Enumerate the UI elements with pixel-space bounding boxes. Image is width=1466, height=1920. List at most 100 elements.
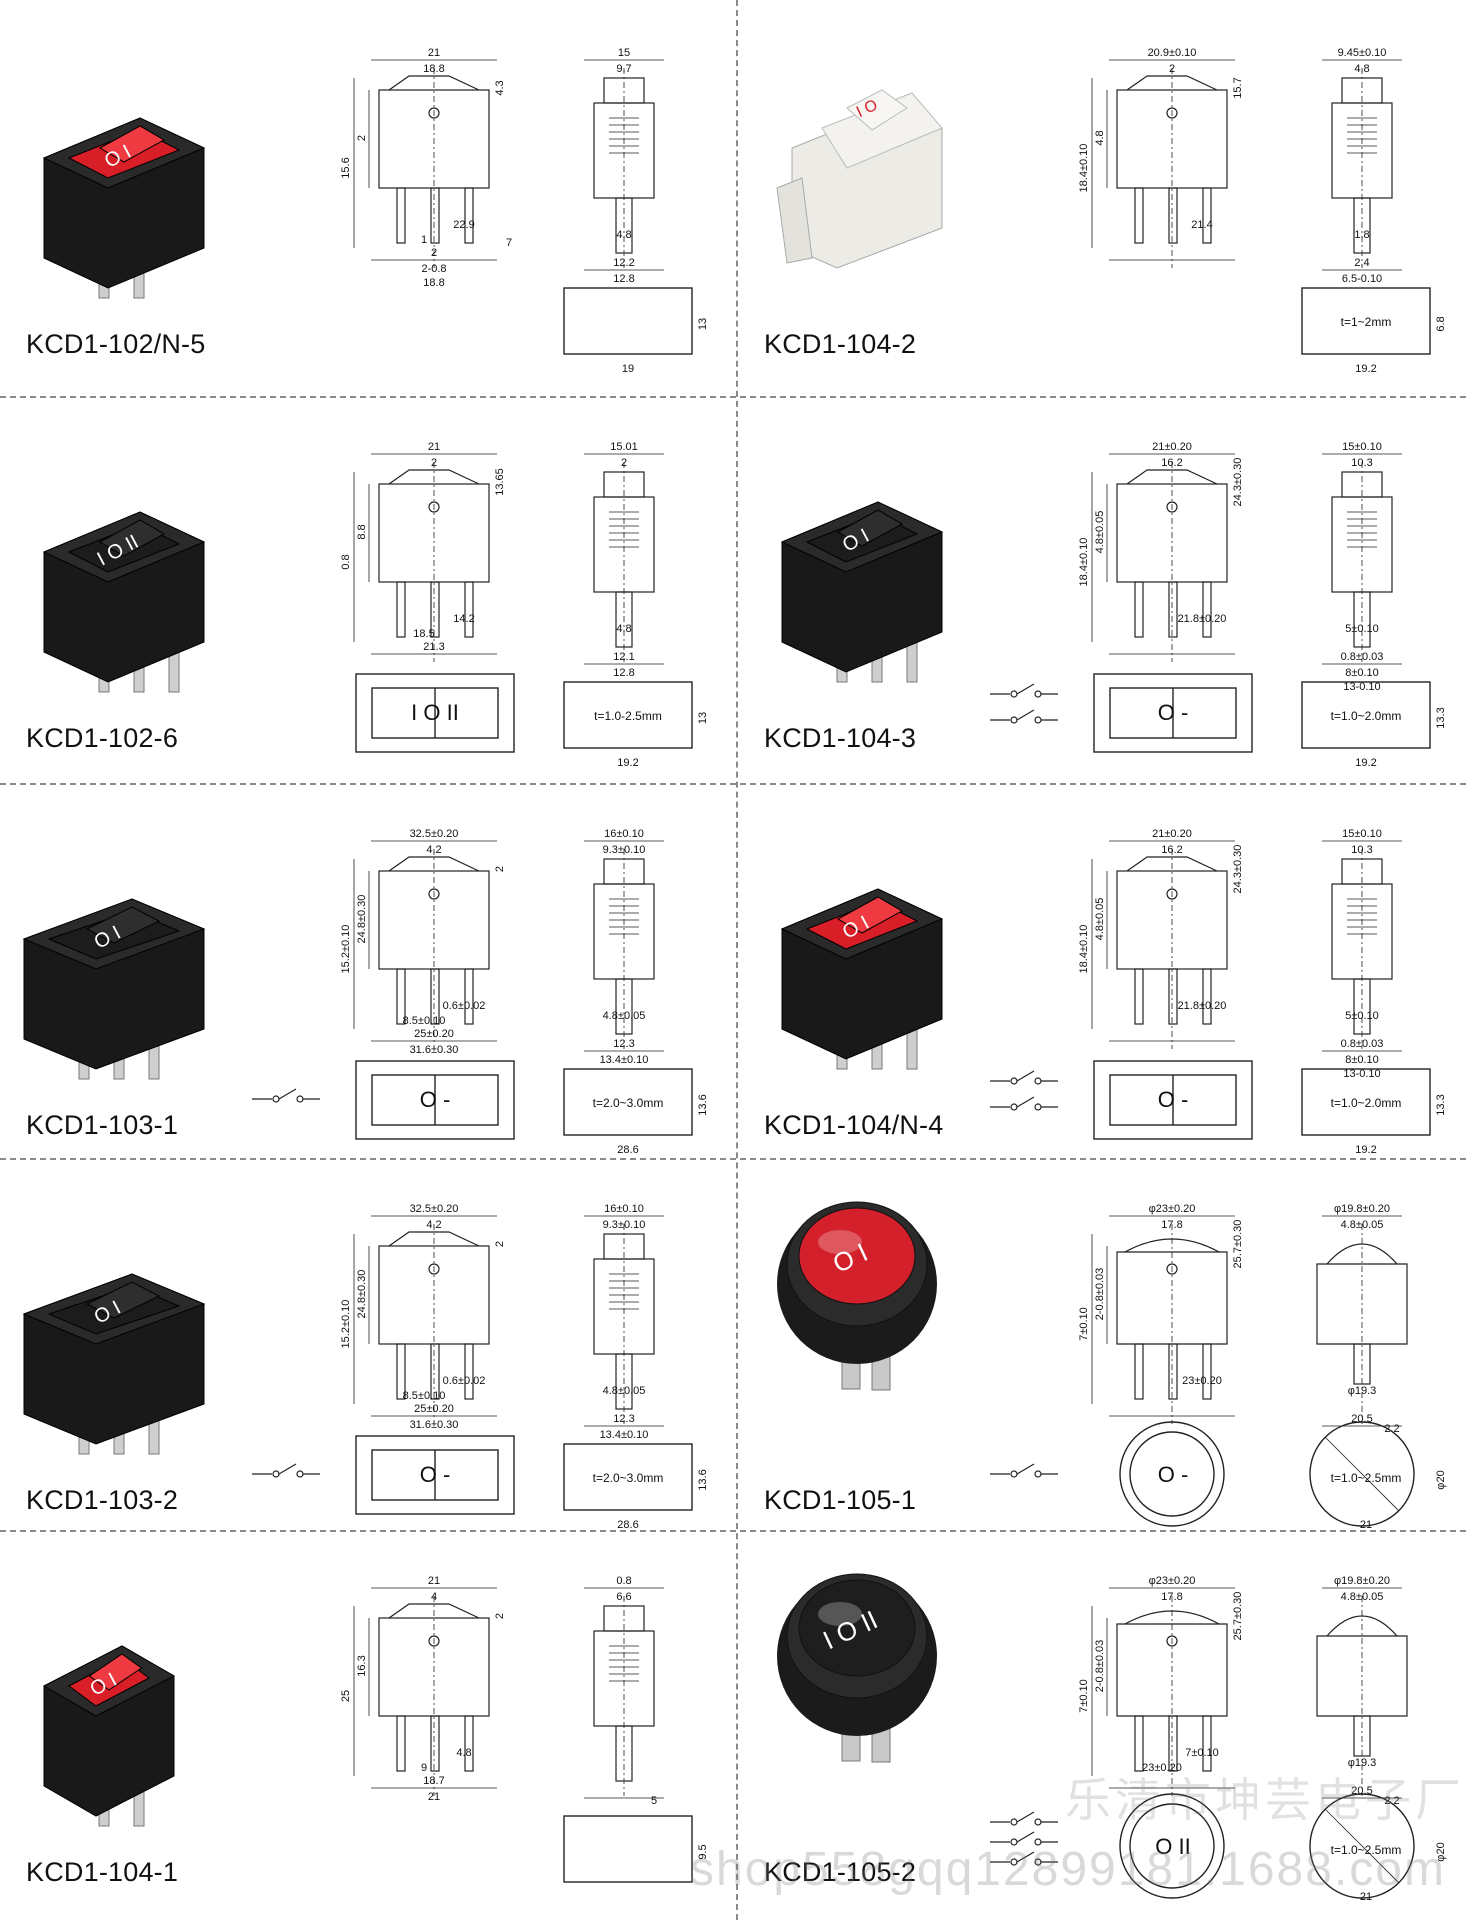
row-divider-2 (0, 783, 1466, 785)
dimension-label: 4.8 (1094, 130, 1106, 145)
dimension-label: 14.2 (453, 613, 474, 625)
switch-photo: O I (22, 898, 206, 1080)
dimension-label: 13-0.10 (1343, 1068, 1380, 1080)
product-drawing: I O20.9±0.10215.74.818.4±0.1021.49.45±0.… (776, 47, 1447, 375)
circuit-symbol (990, 1463, 1058, 1478)
cutout-width: 28.6 (617, 1519, 638, 1531)
switch-photo: I O II (42, 511, 206, 693)
dimension-label: 23±0.20 (1142, 1762, 1182, 1774)
dimension-label: 15.2±0.10 (340, 1300, 352, 1349)
dimension-label: 21.3 (423, 641, 444, 653)
dimension-label: 24.8±0.30 (356, 1270, 368, 1319)
dimension-label: 15 (618, 47, 630, 59)
dimension-label: 8±0.10 (1345, 667, 1379, 679)
dimension-label: 9.45±0.10 (1338, 47, 1387, 59)
cutout-thickness: t=1.0~2.5mm (1331, 1843, 1402, 1857)
side-view-drawing (1322, 59, 1402, 271)
cutout-extra: 2.2 (1384, 1795, 1399, 1807)
panel-view (355, 1435, 515, 1515)
dimension-label: 0.8 (616, 1575, 631, 1587)
dimension-label: 17.8 (1161, 1219, 1182, 1231)
dimension-label: 8.5±0.10 (403, 1015, 446, 1027)
dimension-label: 15±0.10 (1342, 441, 1382, 453)
panel-view (1119, 1793, 1225, 1899)
dimension-label: 2 (494, 866, 506, 872)
dimension-label: 21±0.20 (1152, 441, 1192, 453)
dimension-label: 2 (431, 457, 437, 469)
cutout-thickness: t=2.0~3.0mm (593, 1471, 664, 1485)
panel-symbol: I O II (411, 700, 459, 725)
dimension-label: 0.6±0.02 (443, 1375, 486, 1387)
dimension-label: 15.7 (1232, 77, 1244, 98)
dimension-label: 16±0.10 (604, 1203, 644, 1215)
dimension-label: 25±0.20 (414, 1028, 454, 1040)
dimension-label: 25.7±0.30 (1232, 1220, 1244, 1269)
cutout-height: φ20 (1435, 1470, 1447, 1489)
panel-view (1093, 1060, 1253, 1140)
dimension-label: 15.2±0.10 (340, 925, 352, 974)
dimension-label: 13.4±0.10 (600, 1429, 649, 1441)
dimension-label: 4.8±0.05 (1094, 511, 1106, 554)
dimension-label: 32.5±0.20 (410, 828, 459, 840)
dimension-label: 21.4 (1191, 219, 1212, 231)
dimension-label: 0.8 (340, 554, 352, 569)
dimension-label: 21 (428, 1791, 440, 1803)
dimension-label: 7±0.10 (1185, 1747, 1219, 1759)
cutout-extra: 5 (651, 1795, 657, 1807)
dimension-label: 7±0.10 (1078, 1307, 1090, 1341)
switch-photo: O I (42, 117, 206, 299)
front-view-drawing (353, 59, 497, 268)
dimension-label: 18.4±0.10 (1078, 144, 1090, 193)
front-view-drawing (1091, 840, 1235, 1049)
cutout-width: 19.2 (1355, 757, 1376, 769)
panel-symbol: O - (420, 1462, 451, 1487)
dimension-label: 9 (421, 1762, 427, 1774)
dimension-label: 4.8±0.05 (1094, 898, 1106, 941)
dimension-label: 0.8±0.03 (1341, 1038, 1384, 1050)
dimension-label: 17.8 (1161, 1591, 1182, 1603)
dimension-label: 18.8 (423, 277, 444, 289)
model-number: KCD1-102/N-5 (26, 329, 206, 359)
front-view-drawing (353, 1587, 497, 1796)
cutout-width: 19.2 (1355, 1144, 1376, 1156)
dimension-label: 6.6 (616, 1591, 631, 1603)
product-drawing: O I32.5±0.204.2224.8±0.3015.2±0.100.6±0.… (22, 1203, 709, 1531)
model-number: KCD1-104/N-4 (764, 1110, 944, 1140)
front-view-drawing (1091, 453, 1235, 662)
dimension-label: 4.8±0.05 (603, 1385, 646, 1397)
dimension-label: 10.3 (1351, 457, 1372, 469)
dimension-label: 7 (506, 237, 512, 249)
row-divider-3 (0, 1158, 1466, 1160)
dimension-label: 4.8 (1354, 63, 1369, 75)
switch-photo: I O II (777, 1573, 937, 1763)
dimension-label: 24.8±0.30 (356, 895, 368, 944)
cutout-width: 19.2 (617, 757, 638, 769)
dimension-label: 31.6±0.30 (410, 1044, 459, 1056)
dimension-label: 12.3 (613, 1413, 634, 1425)
model-number: KCD1-105-2 (764, 1857, 917, 1887)
dimension-label: 16±0.10 (604, 828, 644, 840)
cutout-thickness: t=1.0~2.0mm (1331, 1096, 1402, 1110)
dimension-label: 25.7±0.30 (1232, 1592, 1244, 1641)
dimension-label: φ19.8±0.20 (1334, 1575, 1390, 1587)
dimension-label: 13.65 (494, 468, 506, 496)
row-divider-4 (0, 1530, 1466, 1532)
switch-photo: I O (776, 89, 943, 269)
dimension-label: 16.2 (1161, 844, 1182, 856)
dimension-label: 25±0.20 (414, 1403, 454, 1415)
panel-cutout (563, 287, 693, 355)
cutout-width: 28.6 (617, 1144, 638, 1156)
dimension-label: 12.8 (613, 273, 634, 285)
cutout-height: 13 (697, 712, 709, 724)
switch-photo: O I (777, 1201, 937, 1391)
model-number: KCD1-104-3 (764, 723, 917, 753)
panel-view (355, 1060, 515, 1140)
dimension-label: 2 (621, 457, 627, 469)
dimension-label: 15.01 (610, 441, 638, 453)
panel-cutout (563, 1443, 693, 1511)
